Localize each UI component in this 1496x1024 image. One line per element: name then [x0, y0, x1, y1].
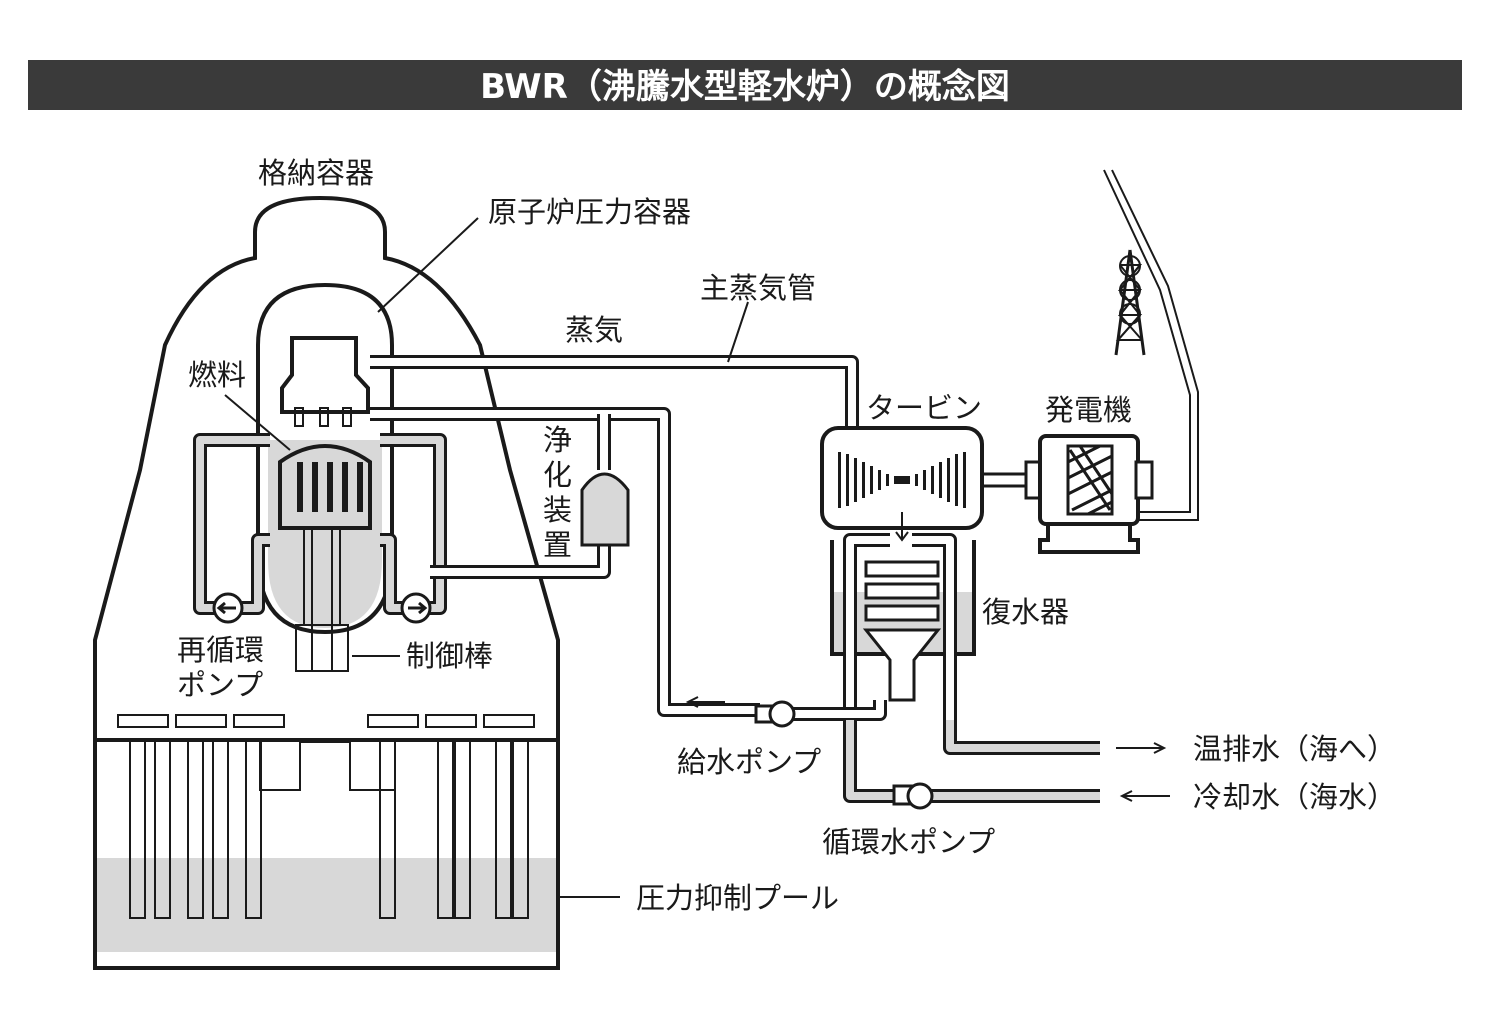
label-recirc-pump-2: ポンプ [177, 668, 263, 702]
label-purifier-2: 化 [543, 458, 572, 492]
label-condenser: 復水器 [982, 595, 1069, 629]
label-circ-water-pump: 循環水ポンプ [822, 825, 995, 859]
label-purifier-1: 浄 [543, 423, 572, 457]
label-containment: 格納容器 [258, 156, 374, 190]
label-feedwater-pump: 給水ポンプ [677, 745, 821, 779]
label-pressure-vessel: 原子炉圧力容器 [488, 195, 691, 229]
suppression-pool-vents [117, 714, 535, 919]
feedwater-pump [754, 700, 796, 728]
label-generator: 発電機 [1045, 393, 1132, 427]
control-rods [295, 528, 349, 672]
label-purifier-4: 置 [543, 528, 572, 562]
circulating-water-pump [892, 782, 934, 810]
condenser [830, 533, 976, 720]
intake-arrow [1119, 790, 1170, 802]
title-bar [28, 60, 1462, 110]
reactor-pressure-vessel [256, 282, 394, 635]
power-line [1103, 169, 1199, 521]
label-fuel: 燃料 [188, 358, 246, 392]
cooling-intake-pipe [843, 720, 1100, 803]
containment-vessel [93, 195, 560, 970]
purification-line [370, 407, 760, 717]
fuel-core [278, 444, 372, 530]
generator [1024, 434, 1154, 554]
feedwater-pipe [790, 700, 887, 721]
leader-lines [224, 217, 749, 898]
label-warm-discharge: 温排水（海へ） [1193, 732, 1396, 766]
label-cooling-water: 冷却水（海水） [1193, 780, 1396, 814]
transmission-tower-icon [1114, 249, 1146, 356]
discharge-arrow [1116, 742, 1167, 754]
label-suppression-pool: 圧力抑制プール [636, 881, 839, 915]
label-purifier-3: 装 [543, 493, 572, 527]
purifier-unit [580, 472, 630, 547]
label-turbine: タービン [866, 391, 982, 425]
generator-shaft [982, 472, 1030, 488]
recirculation-pump-right [400, 592, 432, 624]
label-control-rod: 制御棒 [406, 639, 493, 673]
recirculation-loops [193, 433, 447, 615]
label-steam: 蒸気 [565, 313, 623, 347]
label-recirc-pump-1: 再循環 [177, 633, 264, 667]
main-steam-pipe [370, 355, 859, 430]
diagram-title: BWR（沸騰水型軽水炉）の概念図 [480, 67, 1010, 107]
warm-discharge-pipe [943, 720, 1100, 755]
recirculation-pump-left [212, 592, 244, 624]
label-main-steam-pipe: 主蒸気管 [700, 271, 816, 305]
purifier-flow-arrow [685, 696, 725, 708]
turbine [820, 426, 984, 542]
